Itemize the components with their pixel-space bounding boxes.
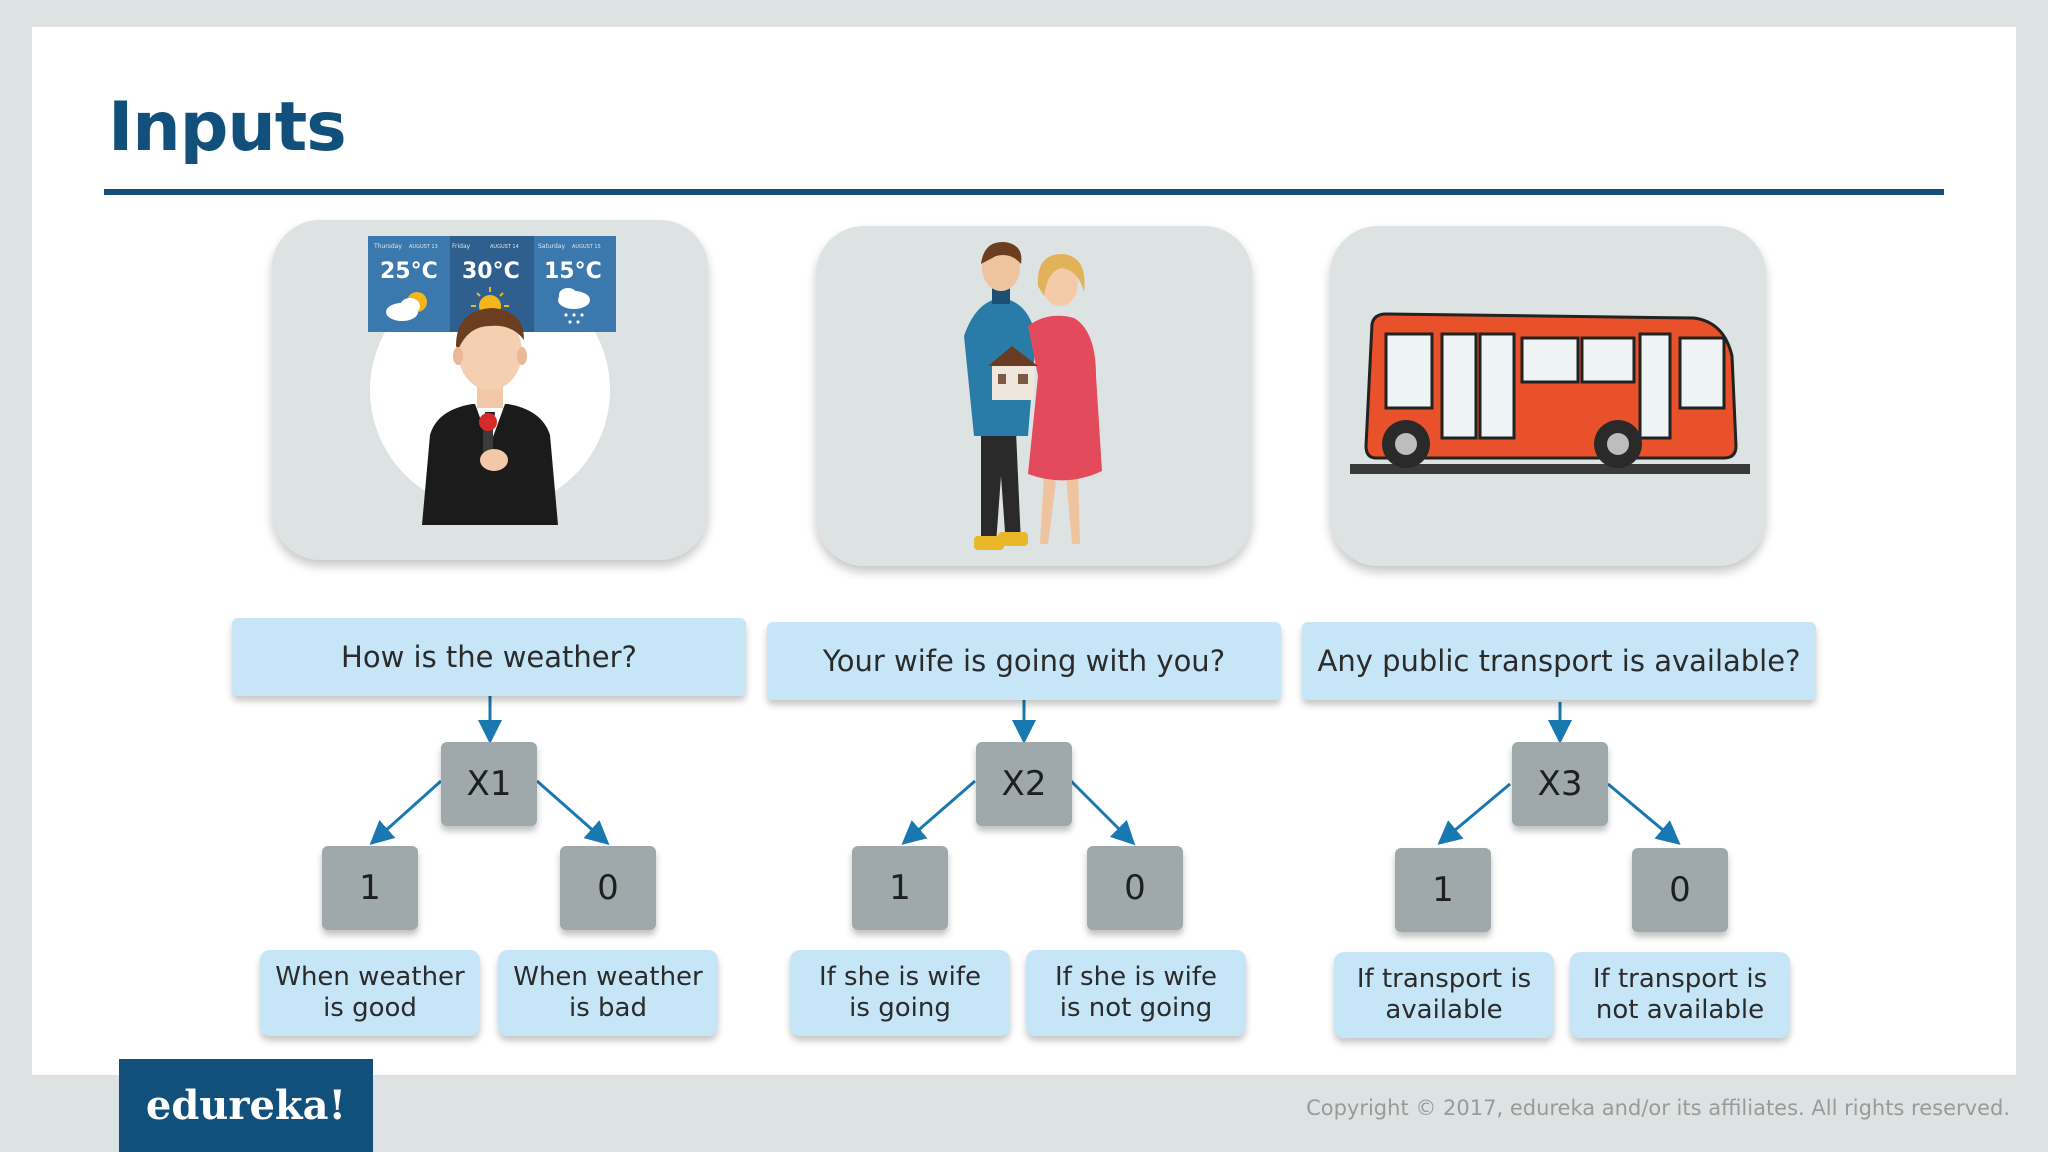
question-text: How is the weather? [341,640,637,674]
condition-box: If transport is available [1334,952,1554,1038]
value-node-no: 0 [1087,846,1183,930]
copyright-text: Copyright © 2017, edureka and/or its aff… [1306,1096,2010,1120]
condition-text: When weather is bad [513,962,703,1023]
question-box: Any public transport is available? [1302,622,1816,700]
forecast-day: Saturday [538,243,565,250]
forecast-date: AUGUST 15 [572,244,601,250]
variable-label: X2 [1001,764,1047,804]
condition-text: If she is wife is not going [1054,962,1218,1023]
bus-icon [1364,312,1738,468]
brand-logo: edureka! [119,1059,373,1152]
value-label: 0 [1669,870,1691,910]
forecast-temp: 30°C [462,259,520,284]
arrow-right [1069,779,1136,846]
forecast-day: Friday [452,243,471,250]
forecast-date: AUGUST 13 [409,244,438,250]
question-text: Any public transport is available? [1317,644,1801,678]
weather-image-panel: Thursday Friday Saturday AUGUST 13 AUGUS… [272,220,708,560]
arrow-right [536,779,610,845]
value-node-no: 0 [560,846,656,930]
brand-logo-text: edureka! [145,1082,347,1129]
variable-node: X2 [976,742,1072,826]
condition-box: If she is wife is not going [1026,950,1246,1036]
couple-image-panel [816,226,1252,566]
condition-box: If transport is not available [1570,952,1790,1038]
condition-text: If she is wife is going [818,962,982,1023]
value-node-yes: 1 [322,846,418,930]
condition-box: If she is wife is going [790,950,1010,1036]
value-label: 0 [597,868,619,908]
arrow-left [901,779,976,845]
value-label: 0 [1124,868,1146,908]
rain-cloud-icon [558,288,590,324]
arrow-left [369,779,443,846]
question-text: Your wife is going with you? [822,644,1226,678]
value-node-yes: 1 [1395,848,1491,932]
variable-label: X1 [466,764,512,804]
question-box: How is the weather? [232,618,746,696]
title-divider [104,189,1944,195]
woman-figure [1028,254,1102,544]
condition-text: When weather is good [275,962,465,1023]
bus-image-panel [1330,226,1766,566]
value-node-yes: 1 [852,846,948,930]
condition-text: If transport is available [1356,964,1532,1025]
question-box: Your wife is going with you? [767,622,1281,700]
forecast-date: AUGUST 14 [490,244,519,250]
forecast-temp: 15°C [544,259,602,284]
value-label: 1 [359,868,381,908]
forecast-temp: 25°C [380,259,438,284]
arrow-right [1607,782,1681,845]
road-line [1350,464,1750,474]
partly-sunny-icon [386,292,427,321]
value-node-no: 0 [1632,848,1728,932]
arrow-left [1437,782,1511,845]
value-label: 1 [1432,870,1454,910]
value-label: 1 [889,868,911,908]
condition-box: When weather is good [260,950,480,1036]
variable-node: X1 [441,742,537,826]
variable-label: X3 [1537,764,1583,804]
house-model-icon [988,346,1038,400]
presenter-figure [422,308,558,525]
variable-node: X3 [1512,742,1608,826]
page-title: Inputs [108,88,347,167]
condition-box: When weather is bad [498,950,718,1036]
condition-text: If transport is not available [1592,964,1768,1025]
forecast-day: Thursday [373,243,402,250]
